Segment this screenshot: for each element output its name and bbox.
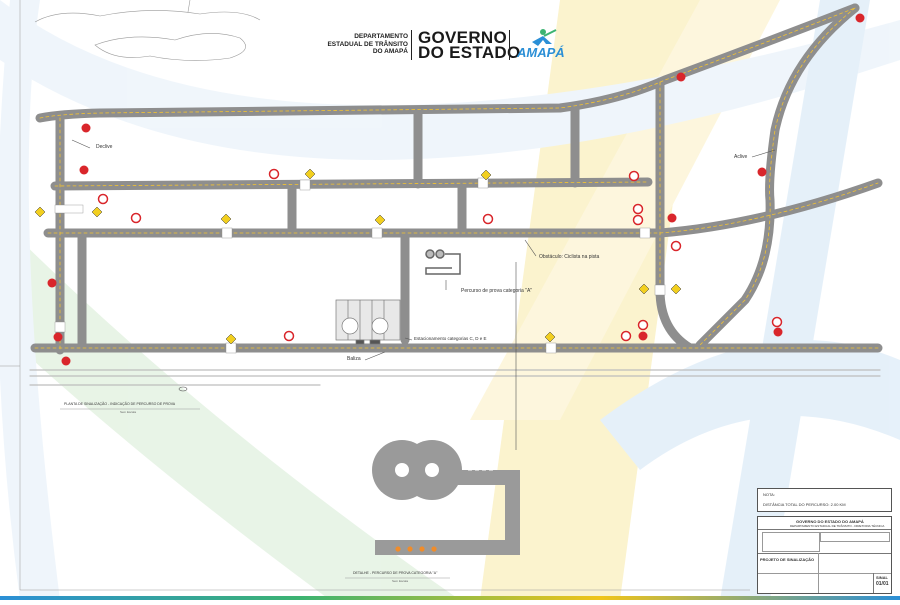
label-course-a: Percurso de prova categoria "A" [461, 288, 533, 294]
note-box: NOTA: DISTÂNCIA TOTAL DO PERCURSO: 2.00 … [757, 488, 892, 512]
contour-lines [34, 0, 261, 61]
label-baliza: Baliza [347, 356, 361, 362]
sheet-label: SINAL [876, 575, 888, 580]
amapa-logo-icon [532, 29, 557, 46]
parking-area [335, 299, 401, 345]
leader-lines [71, 139, 776, 450]
plan-title: PLANTA DE SINALIZAÇÃO - INDICAÇÃO DE PER… [64, 402, 176, 406]
label-parking: Estacionamento categorias C, D e E [414, 336, 487, 341]
note-title: NOTA: [763, 492, 775, 497]
course-a-detail [372, 440, 520, 555]
plan-scale: Sem Escala [120, 410, 137, 414]
prohibition-signs [97, 168, 783, 342]
label-aclive: Aclive [734, 154, 748, 160]
warning-signs [34, 168, 682, 345]
title-block-project: PROJETO DE SINALIZAÇÃO [760, 557, 815, 562]
detail-scale: Sem Escala [392, 579, 409, 583]
brand-divider-2 [509, 30, 510, 60]
department-name: DEPARTAMENTO ESTADUAL DE TRÂNSITO DO AMA… [327, 33, 408, 55]
government-title-line1: GOVERNO [418, 28, 508, 47]
brand-divider [411, 30, 412, 60]
drawing-frame [0, 0, 750, 591]
footer-color-strip [0, 596, 900, 600]
road-network [29, 3, 883, 386]
note-text: DISTÂNCIA TOTAL DO PERCURSO: 2.00 KM [763, 502, 846, 507]
regulatory-signs [47, 13, 865, 366]
state-logo-text: AMAPÁ [517, 45, 565, 60]
misc-symbol [178, 386, 188, 392]
detail-title: DETALHE - PERCURSO DE PROVA CATEGORIA "A… [353, 571, 438, 575]
title-block: GOVERNO DO ESTADO DO AMAPÁ DEPARTAMENTO … [757, 516, 892, 594]
government-title-line2: DO ESTADO [418, 43, 521, 62]
sheet-number: 01/01 [876, 581, 889, 587]
course-a-icon [425, 249, 461, 275]
label-declive: Declive [96, 144, 113, 150]
title-block-gov: GOVERNO DO ESTADO DO AMAPÁ [796, 519, 864, 524]
crosswalks [54, 177, 666, 354]
title-block-dept: DEPARTAMENTO ESTADUAL DE TRÂNSITO - DIRE… [790, 524, 885, 528]
label-obstacle: Obstáculo: Ciclista na pista [539, 254, 600, 260]
